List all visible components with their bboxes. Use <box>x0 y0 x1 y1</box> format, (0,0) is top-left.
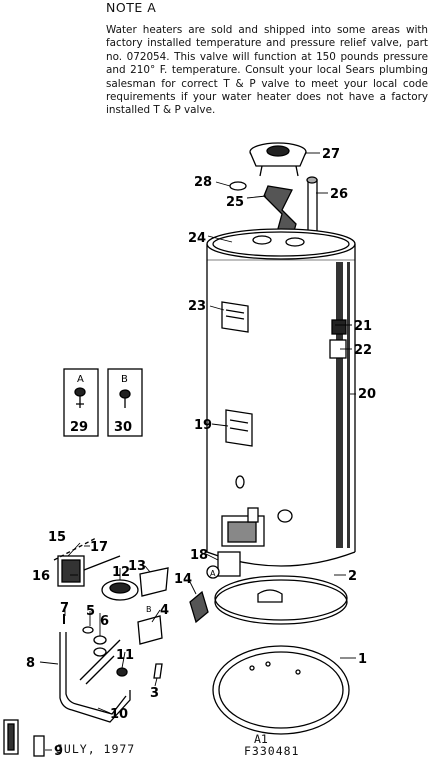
callout-2: 2 <box>348 569 357 584</box>
callout-6: 6 <box>100 614 109 629</box>
callout-27: 27 <box>322 147 340 162</box>
outer-door-2 <box>214 575 348 625</box>
callout-8: 8 <box>26 656 35 671</box>
callout-20: 20 <box>358 387 376 402</box>
callout-24: 24 <box>188 231 206 246</box>
callout-7: 7 <box>60 601 69 616</box>
ring-28 <box>229 181 247 191</box>
callout-10: 10 <box>110 707 128 722</box>
callout-23: 23 <box>188 299 206 314</box>
valve-letter-a: A <box>210 569 216 578</box>
callout-5: 5 <box>86 604 95 619</box>
gas-valve-assembly <box>53 537 121 587</box>
callout-17: 17 <box>90 540 108 555</box>
callout-21: 21 <box>354 319 372 334</box>
callout-11: 11 <box>116 648 134 663</box>
callout-15: 15 <box>48 530 66 545</box>
callout-13: 13 <box>128 559 146 574</box>
note-title: NOTE A <box>106 0 157 15</box>
callout-30: 30 <box>114 420 132 435</box>
top-cap-27 <box>249 142 307 177</box>
gas-tube-10 <box>59 632 131 723</box>
callout-4: 4 <box>160 603 169 618</box>
callout-1: 1 <box>358 652 367 667</box>
callout-28: 28 <box>194 175 212 190</box>
inner-door-18 <box>217 551 241 577</box>
callout-14: 14 <box>174 572 192 587</box>
bracket-13 <box>139 567 169 597</box>
box-a-letter: A <box>77 374 84 385</box>
bottom-pan-1 <box>212 645 350 735</box>
footer-code: F330481 <box>244 744 300 758</box>
valve-letter-b: B <box>146 605 152 614</box>
tank-body <box>206 228 356 567</box>
callout-29: 29 <box>70 420 88 435</box>
pilot-4 <box>137 615 163 645</box>
footer-sheet: A1 <box>254 732 268 746</box>
igniter-14 <box>189 590 209 624</box>
callout-25: 25 <box>226 195 244 210</box>
callout-18: 18 <box>190 548 208 563</box>
callout-19: 19 <box>194 418 212 433</box>
box-b-letter: B <box>121 374 128 385</box>
callout-3: 3 <box>150 686 159 701</box>
callout-22: 22 <box>354 343 372 358</box>
callout-12: 12 <box>112 565 130 580</box>
callout-9: 9 <box>54 744 63 759</box>
footer-date: JULY, 1977 <box>56 742 136 756</box>
callout-26: 26 <box>330 187 348 202</box>
note-body: Water heaters are sold and shipped into … <box>106 24 428 117</box>
part-box-a <box>63 368 99 437</box>
callout-16: 16 <box>32 569 50 584</box>
